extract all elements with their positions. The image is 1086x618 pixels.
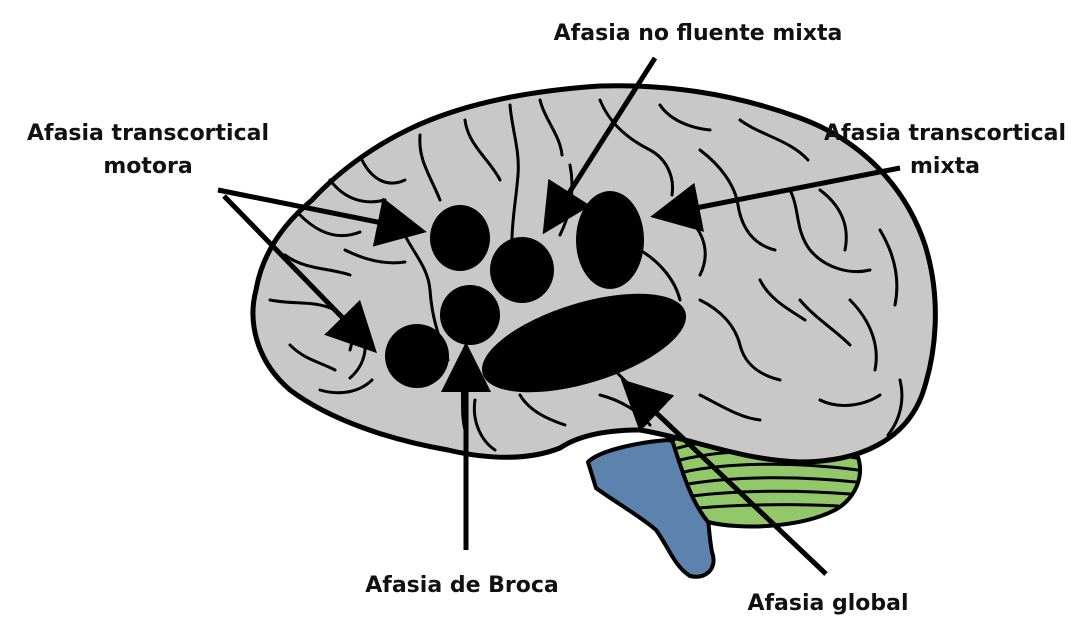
lesion-parietal xyxy=(576,191,644,289)
label-afasia-global: Afasia global xyxy=(747,591,908,616)
label-afasia-transcortical-mixta-line1: Afasia transcortical xyxy=(824,121,1066,146)
lesion-frontal-center xyxy=(490,237,554,303)
label-afasia-no-fluente-mixta: Afasia no fluente mixta xyxy=(554,21,843,46)
lesion-broca xyxy=(440,285,500,345)
label-afasia-transcortical-motora-line1: Afasia transcortical xyxy=(27,121,269,146)
label-afasia-de-broca: Afasia de Broca xyxy=(365,573,559,598)
lesion-prefrontal-lower xyxy=(385,324,449,388)
label-afasia-transcortical-mixta-line2: mixta xyxy=(910,154,980,179)
label-afasia-transcortical-motora-line2: motora xyxy=(103,154,192,179)
lesion-prefrontal-upper xyxy=(430,205,490,271)
